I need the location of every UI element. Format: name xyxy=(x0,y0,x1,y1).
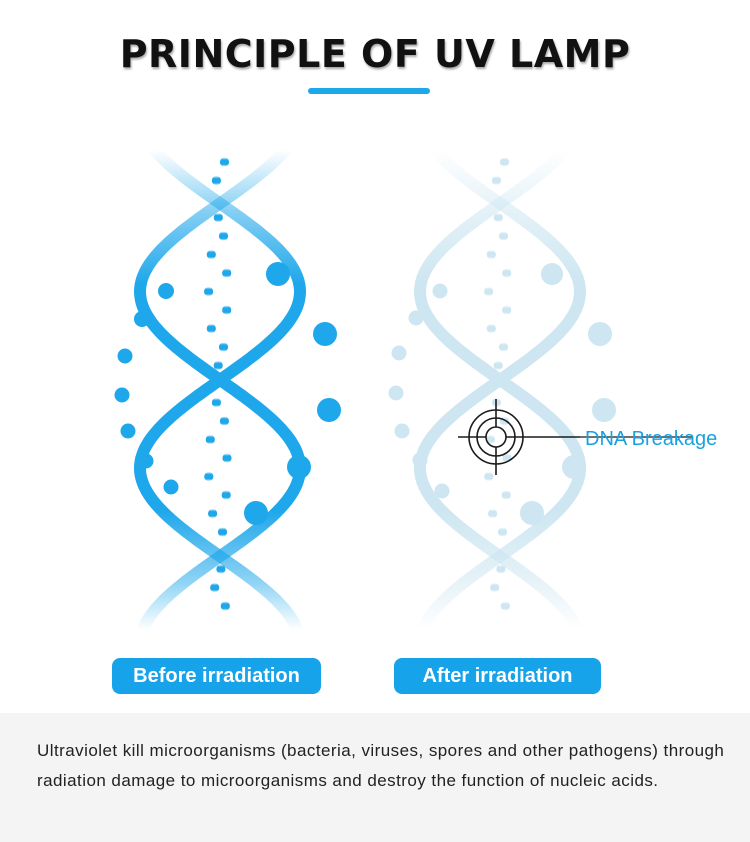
base-pair-node xyxy=(216,564,226,574)
molecule-dot xyxy=(541,263,563,285)
base-pair-node xyxy=(484,471,494,482)
base-pair-node xyxy=(496,564,506,574)
dna-breakage-annotation: DNA Breakage xyxy=(585,428,718,450)
molecule-dot xyxy=(138,453,154,469)
base-pair-node xyxy=(210,582,220,593)
molecule-dot xyxy=(432,283,448,299)
dna-strand xyxy=(413,144,587,636)
dna-strand xyxy=(133,144,307,636)
base-pair-node xyxy=(204,286,214,297)
base-pair-node xyxy=(221,490,231,500)
base-pair-node xyxy=(501,490,511,500)
molecule-dot xyxy=(287,455,311,479)
molecule-dot xyxy=(408,310,424,326)
molecule-dot xyxy=(114,387,130,403)
base-pair-node xyxy=(493,360,503,371)
after-irradiation-label: After irradiation xyxy=(394,658,601,694)
base-pair-node xyxy=(502,305,512,315)
base-pair-node xyxy=(490,582,500,593)
molecule-dot xyxy=(266,262,290,286)
molecule-dot xyxy=(391,345,407,361)
base-pair-node xyxy=(484,286,494,297)
base-pair-node xyxy=(213,212,223,223)
molecule-dot xyxy=(163,479,179,495)
molecule-dot xyxy=(388,385,404,401)
base-pair-node xyxy=(491,175,501,186)
base-pair-node xyxy=(211,175,221,186)
base-pair-node xyxy=(222,453,232,463)
base-pair-node xyxy=(497,527,508,537)
molecule-dot xyxy=(592,398,616,422)
description-text: Ultraviolet kill microorganisms (bacteri… xyxy=(37,741,725,790)
base-pair-node xyxy=(498,342,509,352)
description-panel: Ultraviolet kill microorganisms (bacteri… xyxy=(0,713,750,842)
base-pair-node xyxy=(206,323,216,334)
base-pair-node xyxy=(219,416,229,426)
molecule-dot xyxy=(244,501,268,525)
molecule-dot xyxy=(434,483,450,499)
crosshair-icon xyxy=(458,399,580,475)
dna-strand xyxy=(413,144,587,636)
molecule-dot xyxy=(134,311,150,327)
base-pair-node xyxy=(218,342,229,352)
base-pair-node xyxy=(222,268,232,278)
base-pair-node xyxy=(486,323,496,334)
base-pair-node xyxy=(219,157,230,167)
base-pair-node xyxy=(211,397,221,408)
before-irradiation-label: Before irradiation xyxy=(112,658,321,694)
molecule-dot xyxy=(317,398,341,422)
base-pair-node xyxy=(502,268,512,278)
base-pair-node xyxy=(205,434,215,445)
base-pair-node xyxy=(208,508,218,519)
molecule-dot xyxy=(562,455,586,479)
molecule-dot xyxy=(158,283,174,299)
dna-after-diagram xyxy=(388,144,692,636)
base-pair-node xyxy=(498,231,509,241)
page-title: PRINCIPLE OF UV LAMP xyxy=(119,32,631,76)
molecule-dot xyxy=(120,423,136,439)
molecule-dot xyxy=(394,423,410,439)
base-pair-node xyxy=(220,601,230,611)
base-pair-node xyxy=(204,471,214,482)
dna-strand xyxy=(133,144,307,636)
molecule-dot xyxy=(117,348,133,364)
molecule-dot xyxy=(520,501,544,525)
base-pair-node xyxy=(486,249,496,260)
molecule-dot xyxy=(412,452,428,468)
base-pair-node xyxy=(213,360,223,371)
base-pair-node xyxy=(499,157,510,167)
base-pair-node xyxy=(217,527,228,537)
base-pair-node xyxy=(493,212,503,223)
base-pair-node xyxy=(488,508,498,519)
molecule-dot xyxy=(313,322,337,346)
base-pair-node xyxy=(500,601,510,611)
dna-before-diagram xyxy=(114,144,341,636)
title-underline xyxy=(308,88,430,94)
molecule-dot xyxy=(588,322,612,346)
base-pair-node xyxy=(218,231,229,241)
base-pair-node xyxy=(222,305,232,315)
base-pair-node xyxy=(206,249,216,260)
